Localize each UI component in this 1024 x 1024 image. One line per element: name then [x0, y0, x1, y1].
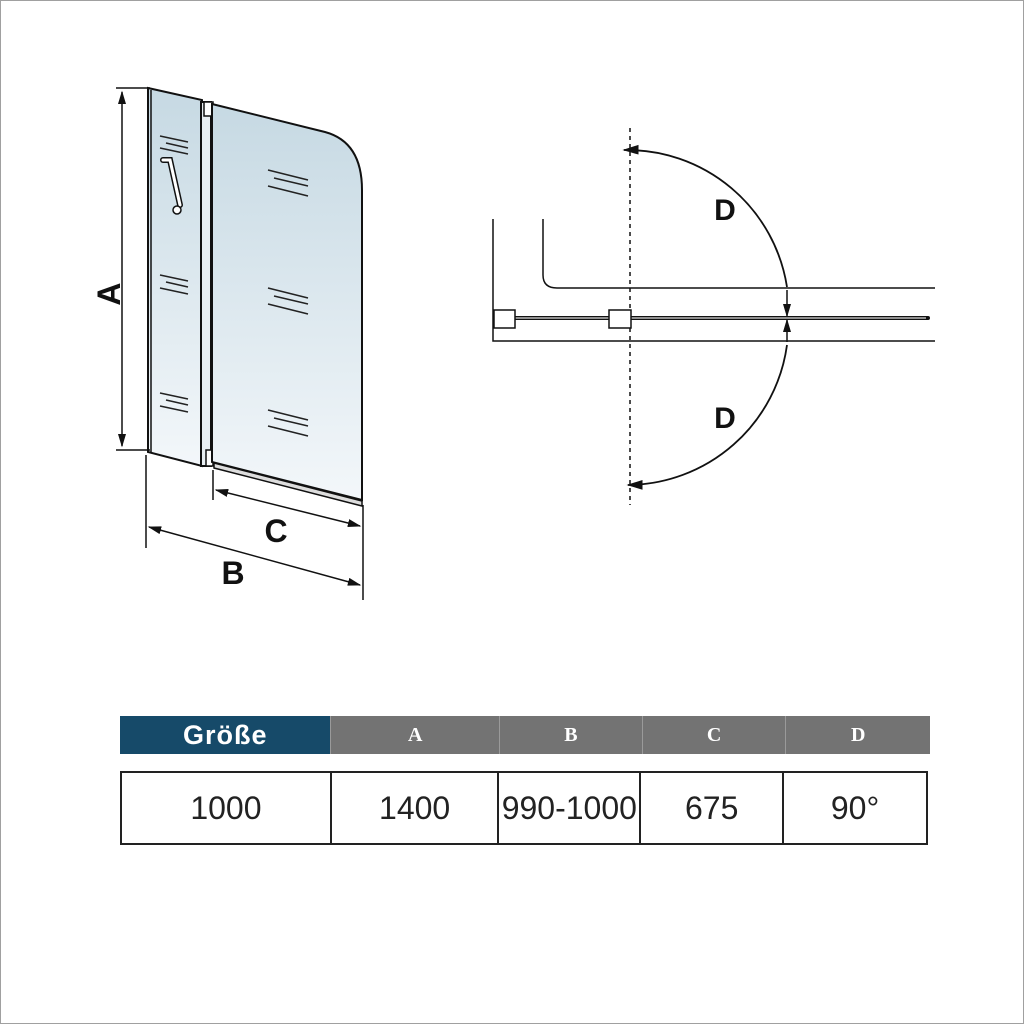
angle-label-upper: D	[714, 194, 736, 227]
dimension-label-a: A	[91, 282, 127, 305]
diagram: A C B D D	[91, 86, 935, 600]
cell-b: 990-1000	[497, 773, 639, 843]
cell-c: 675	[639, 773, 782, 843]
handle-icon	[160, 157, 183, 215]
dimension-label-b: B	[221, 555, 244, 591]
header-size: Größe	[120, 716, 331, 754]
header-a: A	[330, 716, 500, 754]
wall-bracket	[493, 309, 516, 329]
size-table: Größe A B C D 1000 1400 990-1000 675 90°	[120, 716, 930, 845]
cell-a: 1400	[329, 773, 498, 843]
header-b: B	[499, 716, 642, 754]
swing-arc-upper	[622, 144, 788, 288]
top-view: D D	[492, 128, 935, 505]
hinge-block	[608, 309, 632, 329]
hinge-profile	[200, 101, 212, 467]
glass-reflection-marks	[159, 135, 309, 437]
front-view: A C B	[91, 86, 364, 600]
angle-label-lower: D	[714, 402, 736, 435]
swing-arc-lower	[626, 344, 788, 490]
dimension-label-c: C	[264, 513, 287, 549]
table-header: Größe A B C D	[120, 716, 930, 754]
swing-glass-panel	[211, 102, 363, 502]
cell-size: 1000	[190, 789, 262, 826]
table-row: 1000 1400 990-1000 675 90°	[120, 771, 928, 845]
wall-outline	[492, 219, 935, 342]
header-d: D	[785, 716, 930, 754]
cell-d: 90°	[782, 773, 926, 843]
bathtub-edge	[542, 219, 935, 289]
header-c: C	[641, 716, 786, 754]
